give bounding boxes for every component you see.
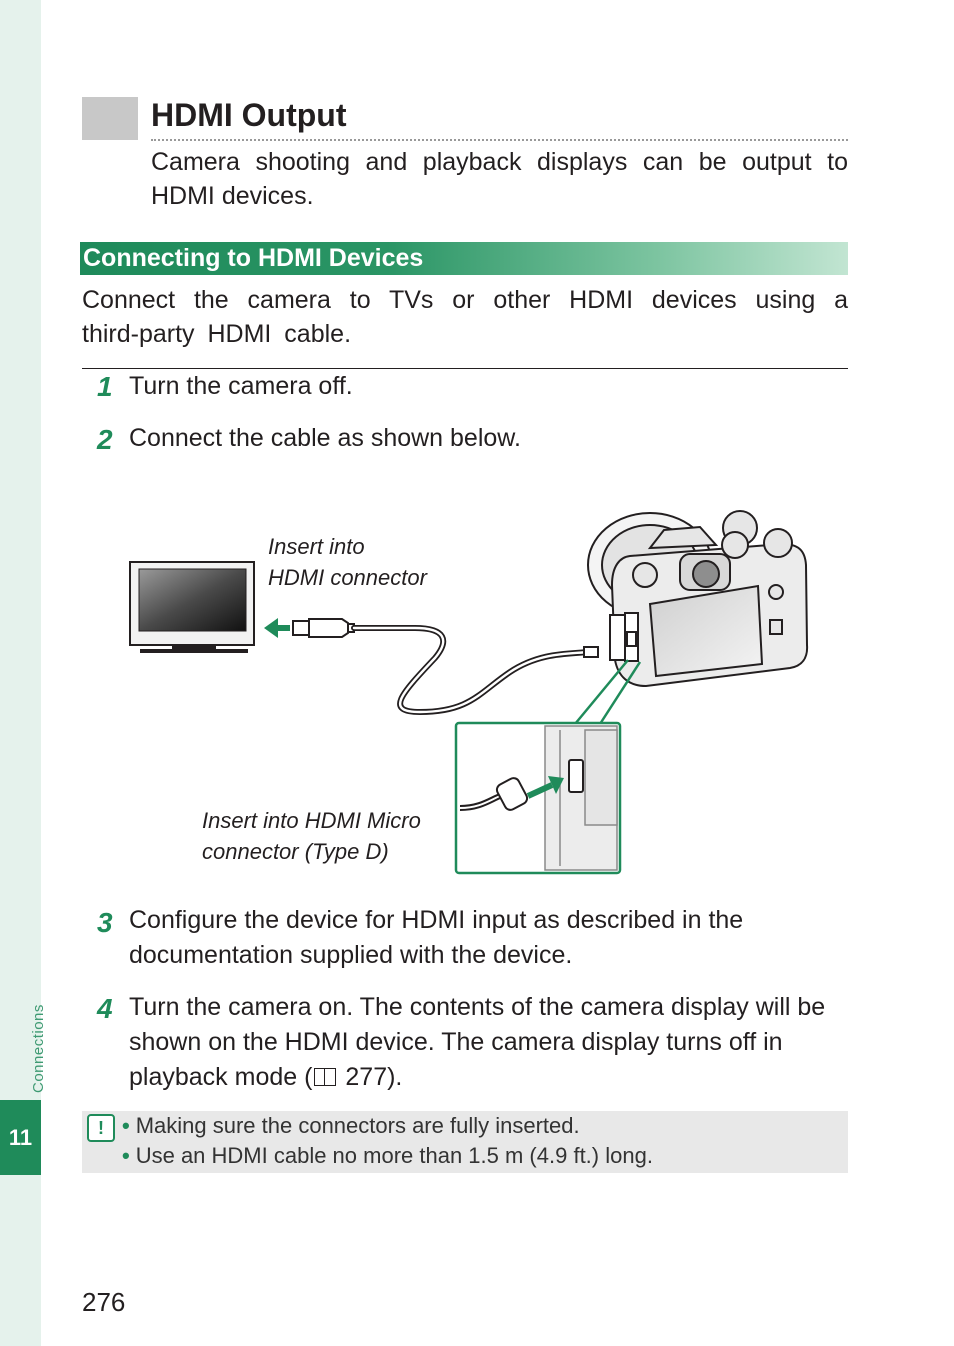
caption-line: HDMI connector [268, 565, 427, 590]
caption-line: connector (Type D) [202, 839, 389, 864]
chapter-tab[interactable]: 11 [0, 1100, 41, 1175]
section-header: Connecting to HDMI Devices [80, 242, 848, 275]
tv-icon [129, 561, 255, 653]
callout-lines [574, 659, 642, 725]
micro-caption: Insert into HDMI Micro connector (Type D… [202, 805, 421, 867]
step-number: 2 [97, 424, 113, 455]
step-text: Connect the cable as shown below. [129, 424, 521, 452]
step-text: Turn the camera on. The contents of the … [129, 990, 848, 1095]
step-text-part: Turn the camera on. The contents of the … [129, 993, 826, 1091]
hdmi-cable-core [352, 626, 590, 714]
title-marker [82, 97, 138, 140]
step-number: 3 [97, 907, 113, 938]
book-icon [314, 1068, 337, 1086]
bullet-icon: • [122, 1113, 130, 1138]
insert-arrow-icon [264, 618, 290, 638]
intro-text: Camera shooting and playback displays ca… [151, 148, 848, 210]
step-text-part: ). [387, 1063, 403, 1091]
bullet-icon: • [122, 1143, 130, 1168]
step-number: 1 [97, 371, 113, 402]
camera-icon [587, 510, 809, 688]
steps-divider [82, 368, 848, 369]
section-title: Connecting to HDMI Devices [83, 244, 424, 272]
caution-note: ! •Making sure the connectors are fully … [82, 1111, 848, 1173]
note-text: Use an HDMI cable no more than 1.5 m (4.… [135, 1143, 653, 1168]
step-text: Turn the camera off. [129, 372, 353, 400]
page-number: 276 [82, 1287, 126, 1317]
note-text: Making sure the connectors are fully ins… [135, 1113, 580, 1138]
note-item: •Making sure the connectors are fully in… [122, 1111, 580, 1141]
section-text: Connect the camera to TVs or other HDMI … [82, 286, 848, 348]
inset-detail [454, 721, 622, 875]
micro-plug-icon [583, 646, 599, 658]
caption-line: Insert into HDMI Micro [202, 808, 421, 833]
note-item: •Use an HDMI cable no more than 1.5 m (4… [122, 1141, 653, 1171]
title-divider [151, 139, 848, 141]
insert-arrow-icon [526, 776, 564, 799]
hdmi-plug-icon [292, 618, 355, 638]
step-number: 4 [97, 993, 113, 1024]
caption-line: Insert into [268, 534, 365, 559]
caution-icon: ! [87, 1114, 115, 1142]
page-title: HDMI Output [151, 97, 347, 133]
page-reference-link[interactable]: 277 [345, 1063, 388, 1091]
step-text: Configure the device for HDMI input as d… [129, 906, 744, 969]
hdmi-caption: Insert into HDMI connector [268, 531, 427, 593]
